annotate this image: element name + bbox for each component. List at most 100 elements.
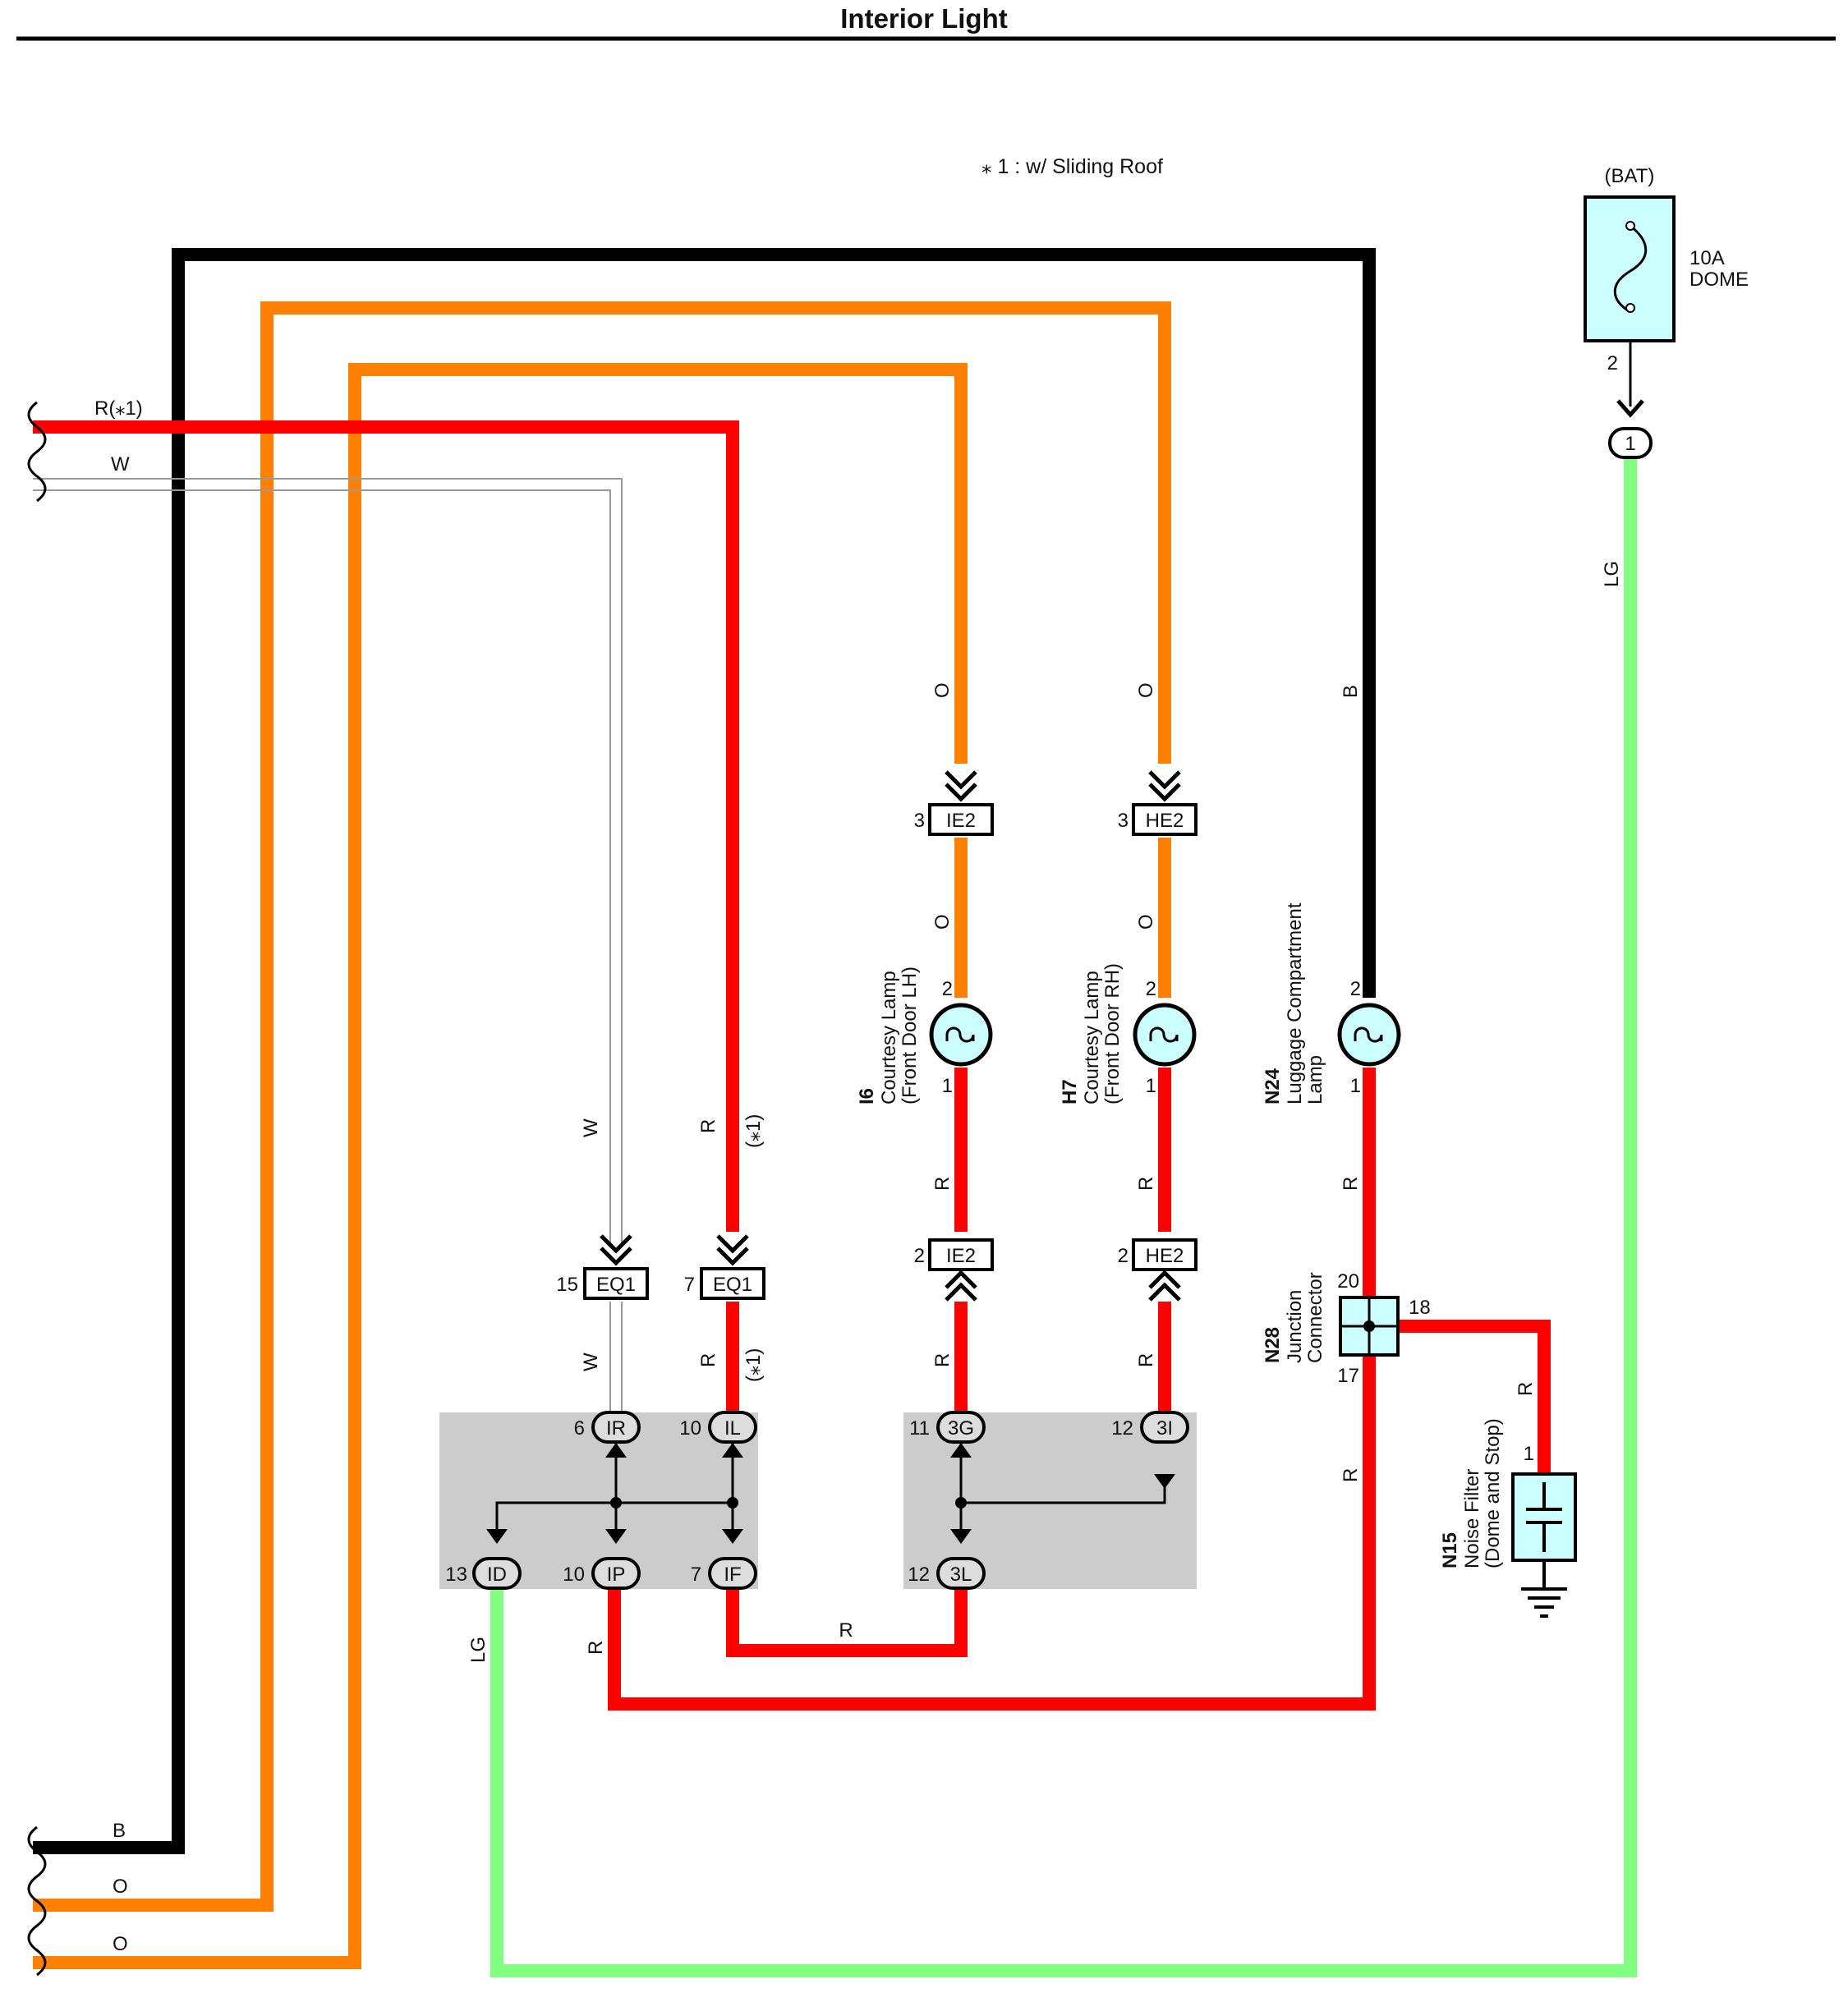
connector-he2-top-pin: 3	[1118, 810, 1129, 832]
wire-label-left-r: R(⁎1)	[94, 397, 143, 420]
connector-eq1-w	[583, 1267, 649, 1300]
junction-pin-3l-name: 3L	[950, 1564, 972, 1586]
page-title: Interior Light	[840, 3, 1007, 34]
n28-pin-right: 18	[1409, 1297, 1431, 1319]
wire-red-ip-to-n28	[608, 1355, 1376, 1711]
wire-white-w-inner	[33, 489, 611, 1244]
junction-pin-ir	[591, 1411, 641, 1444]
junction-pin-il-pin: 10	[679, 1417, 701, 1440]
junction-pin-3g	[936, 1411, 986, 1444]
footnote: ⁎ 1 : w/ Sliding Roof	[981, 155, 1163, 178]
wire-lightgreen-lg	[490, 456, 1637, 1977]
component-h7-location: (Front Door RH)	[1101, 963, 1124, 1104]
lamp-i6-pin-top: 2	[942, 978, 953, 1000]
bulb-icon	[1354, 1026, 1383, 1043]
wire-label-r-bottom: R	[585, 1641, 607, 1655]
bulb-icon	[1149, 1026, 1179, 1043]
junction-pin-ip-name: IP	[607, 1564, 626, 1586]
break-mark-bottom	[27, 1825, 47, 1977]
arrow-down-icon	[486, 1529, 508, 1544]
capacitor-icon	[1526, 1482, 1562, 1552]
splice-node	[955, 1497, 967, 1509]
junction-pin-3i-pin: 12	[1111, 1417, 1133, 1440]
arrow-down-icon	[605, 1529, 627, 1544]
component-n15-location: (Dome and Stop)	[1482, 1418, 1504, 1568]
connector-eq1-r-name: EQ1	[713, 1274, 752, 1296]
wire-label-b-top: B	[1340, 685, 1362, 698]
splice-node	[1363, 1320, 1375, 1332]
connector-eq1-r-pin: 7	[684, 1274, 695, 1296]
chevron-down-icon	[945, 770, 977, 802]
n28-pin-bottom: 17	[1337, 1365, 1359, 1387]
n28-pin-top: 20	[1337, 1270, 1359, 1293]
connector-ie2-top-name: IE2	[946, 810, 976, 832]
component-n28-name: Junction	[1284, 1290, 1306, 1363]
fuse-name: DOME	[1689, 269, 1749, 291]
lamp-i6	[929, 1003, 993, 1067]
connector-eq1-r	[700, 1267, 765, 1300]
connector-he2-low	[1132, 1238, 1198, 1271]
connector-he2-top	[1132, 803, 1198, 836]
splice-node	[610, 1497, 622, 1509]
bulb-icon	[945, 1026, 975, 1043]
lamp-h7	[1133, 1003, 1197, 1067]
lamp-n24	[1337, 1003, 1401, 1067]
chevron-down-icon	[1616, 399, 1644, 418]
fuse-rating: 10A	[1689, 247, 1725, 269]
component-n15-name: Noise Filter	[1461, 1469, 1483, 1568]
connector-ie2-low-pin: 2	[914, 1245, 925, 1267]
junction-pin-if-name: IF	[724, 1564, 741, 1586]
wire-red-r-sliding-roof	[33, 420, 739, 1232]
arrow-up-icon	[605, 1443, 627, 1458]
component-i6-id: I6	[856, 1088, 878, 1104]
wire-black-b	[33, 248, 1376, 1854]
connector-ie2-low-name: IE2	[946, 1245, 976, 1267]
wire-label-r-low: R	[697, 1353, 719, 1367]
wire-label-w-low: W	[580, 1352, 602, 1371]
junction-pin-id-name: ID	[487, 1564, 507, 1586]
fuse-box	[1584, 195, 1676, 342]
lamp-n24-pin-top: 2	[1350, 978, 1361, 1000]
wire-orange-o2	[33, 363, 968, 1969]
junction-pin-id	[472, 1557, 522, 1590]
fuse-terminal-bottom	[1625, 303, 1635, 313]
wire-label-o-ie2-mid: O	[931, 914, 954, 930]
wire-white-w-outer	[33, 478, 623, 1244]
n15-pin-top: 1	[1524, 1443, 1534, 1465]
connector-ie2-low	[928, 1238, 994, 1271]
wire-label-left-o2: O	[113, 1933, 128, 1955]
connector-he2-low-name: HE2	[1146, 1245, 1184, 1267]
component-n24-name-2: Lamp	[1304, 1055, 1326, 1104]
component-n24-id: N24	[1262, 1068, 1284, 1104]
junction-pin-id-pin: 13	[445, 1564, 467, 1586]
junction-pin-3i-name: 3I	[1156, 1417, 1173, 1440]
arrow-down-icon	[1154, 1474, 1175, 1489]
fuse-source: (BAT)	[1605, 165, 1655, 187]
junction-pin-il	[708, 1411, 757, 1444]
wire-label-r-mid: R	[697, 1119, 719, 1133]
component-n15-id: N15	[1439, 1532, 1461, 1568]
junction-pin-3g-name: 3G	[948, 1417, 974, 1440]
wire-label-left-o1: O	[113, 1876, 128, 1898]
fuse-connector	[1608, 427, 1653, 459]
component-n28-id: N28	[1262, 1327, 1284, 1363]
break-mark-top	[27, 401, 47, 503]
lamp-h7-pin-bottom: 1	[1146, 1075, 1156, 1097]
wire-break-marks	[27, 401, 47, 1977]
connector-he2-low-pin: 2	[1118, 1245, 1129, 1267]
component-i6-name: Courtesy Lamp	[878, 971, 900, 1104]
wire-label-w-mid: W	[580, 1118, 602, 1137]
lamp-i6-pin-bottom: 1	[942, 1075, 953, 1097]
arrow-up-icon	[722, 1443, 743, 1458]
wire-label-lg-bottom: LG	[467, 1637, 490, 1663]
connector-ie2-top	[928, 803, 994, 836]
arrow-down-icon	[950, 1529, 972, 1544]
chevron-down-icon	[600, 1234, 632, 1266]
junction-pin-3g-pin: 11	[909, 1417, 930, 1440]
wire-label-r-n28: R	[1340, 1468, 1362, 1482]
ground-icon	[1521, 1560, 1567, 1618]
wire-label-r-low-note: (⁎1)	[742, 1348, 765, 1382]
wire-label-left-w: W	[111, 453, 130, 475]
wire-red-if-to-3l	[726, 1589, 968, 1657]
